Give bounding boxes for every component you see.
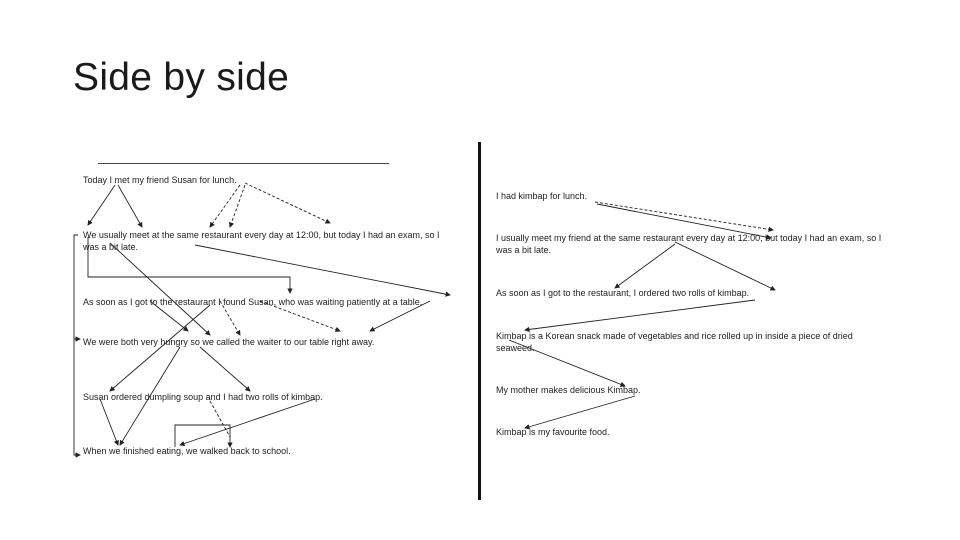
left-arrow-16 (99, 398, 119, 446)
left-sentence-1: Today I met my friend Susan for lunch. (83, 175, 237, 185)
right-sentence-4: Kimbap is a Korean snack made of vegetab… (496, 331, 853, 353)
left-arrow-15 (119, 346, 181, 446)
left-sentence-2: We usually meet at the same restaurant e… (83, 230, 440, 252)
left-arrow-4 (209, 184, 241, 228)
left-arrow-12 (369, 300, 431, 332)
right-text-panel: I had kimbap for lunch. I usually meet m… (485, 180, 895, 460)
right-arrow-2 (596, 203, 772, 240)
left-arrow-bracket (73, 234, 81, 458)
right-sentence-6: Kimbap is my favourite food. (496, 427, 610, 437)
right-arrow-5 (524, 299, 756, 333)
left-cohesion-arrows (73, 182, 451, 458)
left-sentence-6: When we finished eating, we walked back … (83, 446, 291, 456)
right-sentence-5: My mother makes delicious Kimbap. (496, 385, 641, 395)
left-arrow-11 (259, 300, 341, 332)
top-rule (98, 163, 389, 164)
right-arrow-1 (594, 201, 774, 232)
left-arrow-17 (179, 398, 316, 447)
left-arrow-2 (117, 184, 143, 228)
left-arrow-3 (228, 184, 246, 228)
left-arrow-19 (209, 400, 231, 438)
left-sentence-3: As soon as I got to the restaurant I fou… (83, 297, 423, 307)
right-sentence-3: As soon as I got to the restaurant, I or… (496, 288, 750, 298)
left-arrow-9 (219, 300, 241, 336)
right-cohesion-arrows (508, 201, 776, 430)
right-arrow-4 (614, 243, 676, 289)
left-sentence-4: We were both very hungry so we called th… (83, 337, 375, 347)
left-arrow-7 (109, 242, 211, 336)
right-arrow-7 (524, 395, 636, 430)
left-arrow-18 (174, 424, 233, 448)
left-arrow-5 (244, 182, 331, 224)
right-sentence-2: I usually meet my friend at the same res… (496, 233, 882, 255)
left-arrow-10 (109, 304, 211, 392)
left-arrow-14 (199, 346, 251, 392)
right-arrow-3 (674, 241, 776, 291)
left-sentence-5: Susan ordered dumpling soup and I had tw… (83, 392, 323, 402)
slide-title: Side by side (73, 56, 290, 99)
right-arrow-6 (508, 339, 626, 387)
left-arrow-13 (149, 300, 189, 332)
left-arrow-6 (87, 237, 293, 294)
column-divider (478, 142, 481, 500)
left-text-panel: Today I met my friend Susan for lunch. W… (70, 155, 470, 465)
left-arrow-1 (87, 184, 116, 226)
right-sentence-1: I had kimbap for lunch. (496, 191, 588, 201)
left-arrow-8 (194, 244, 451, 297)
